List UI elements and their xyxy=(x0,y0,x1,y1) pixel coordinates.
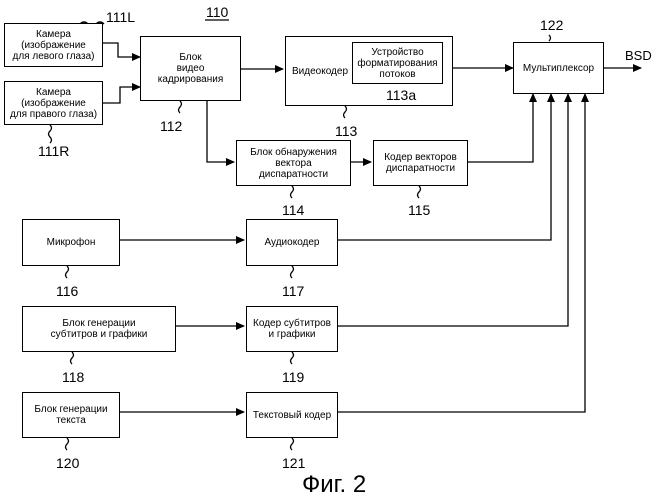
leader-121 xyxy=(291,438,294,450)
ref-116: 116 xyxy=(56,284,78,298)
ref-119: 119 xyxy=(282,370,304,384)
text-generator-block: Блок генерации текста xyxy=(22,392,120,438)
ref-113a: 113a xyxy=(386,88,416,102)
ref-114: 114 xyxy=(282,203,304,217)
ref-117: 117 xyxy=(282,284,304,298)
leader-114 xyxy=(291,186,294,198)
leader-119 xyxy=(291,352,294,364)
video-crop-block: Блок видео кадрирования xyxy=(140,36,241,101)
connector-cam-right-to-crop xyxy=(103,87,140,103)
ref-111L: 111L xyxy=(106,10,135,24)
ref-112: 112 xyxy=(160,119,182,133)
disparity-coder-block: Кодер векторов диспаратности xyxy=(373,140,468,186)
ref-118: 118 xyxy=(62,370,84,384)
leader-115 xyxy=(418,186,421,198)
leader-118 xyxy=(71,352,74,364)
connector-cam-left-to-crop xyxy=(103,43,140,57)
audiocoder-block: Аудиокодер xyxy=(246,219,338,266)
camera-left-block: Камера (изображение для левого глаза) xyxy=(4,23,103,67)
leader-122 xyxy=(549,35,551,41)
text-coder-block: Текстовый кодер xyxy=(246,392,338,438)
subtitle-generator-block: Блок генерации субтитров и графики xyxy=(22,306,176,352)
stream-formatter-block: Устройство форматирования потоков xyxy=(352,42,443,84)
connector-crop-to-disparity-detect xyxy=(207,101,234,162)
connector-disparity-coder-to-mux xyxy=(468,94,533,162)
ref-115: 115 xyxy=(408,203,430,217)
ref-122: 122 xyxy=(540,18,563,32)
leader-117 xyxy=(291,266,294,278)
leader-111R xyxy=(49,125,52,143)
output-label-bsd: BSD xyxy=(625,49,652,62)
leader-120 xyxy=(66,438,69,450)
microphone-block: Микрофон xyxy=(22,219,120,266)
ref-113: 113 xyxy=(335,124,357,138)
leader-116 xyxy=(66,266,69,278)
multiplexer-block: Мультиплексор xyxy=(513,42,604,94)
ref-120: 120 xyxy=(56,456,79,470)
disparity-detect-block: Блок обнаружения вектора диспаратности xyxy=(236,140,351,186)
ref-121: 121 xyxy=(282,456,305,470)
figure-caption: Фиг. 2 xyxy=(302,473,366,497)
leader-112 xyxy=(179,101,182,113)
camera-right-block: Камера (изображение для правого глаза) xyxy=(4,81,103,125)
ref-111R: 111R xyxy=(38,144,69,158)
subtitle-coder-block: Кодер субтитров и графики xyxy=(246,306,338,352)
ref-110: 110 xyxy=(206,5,228,19)
leader-113 xyxy=(344,106,347,118)
